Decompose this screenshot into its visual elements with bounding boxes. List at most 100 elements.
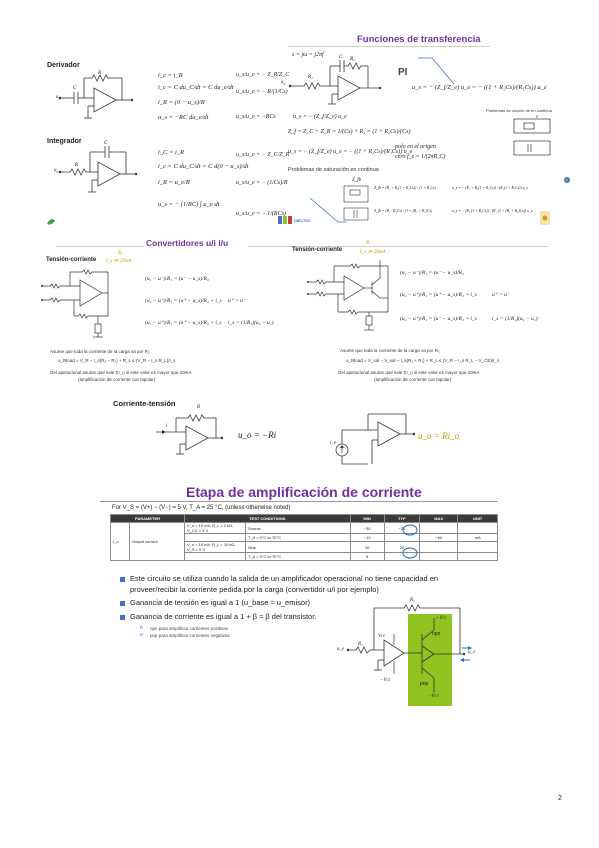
tc-right-circuit xyxy=(307,260,389,331)
sub-bullet-item: pnp para amplificar corrientes negativas xyxy=(120,632,480,639)
derivador-tf3: u_s/u_e = −RCs xyxy=(236,114,276,120)
derivador-eq4: u_s = −RC du_e/dt xyxy=(158,114,209,121)
tc-right-annot: R₂ xyxy=(366,241,371,246)
integrador-eq2: i_c = C du_C/dt = C d(0 − u_s)/dt xyxy=(158,163,249,170)
param-symbol: I_o xyxy=(110,522,130,561)
tc-right-eqB5: i_s = (1/R₁)(u₂ − u₁) xyxy=(492,316,538,322)
ct-label: Corriente-tensión xyxy=(113,399,176,408)
pi-eq1: u_s = − (Z_f/Z_e) u_e xyxy=(293,114,347,120)
tc-right-eqB4: (u₂ − u⁺)/R₁ = (u⁻ − u_s)/R₂ + i_s xyxy=(400,316,477,322)
svg-text:C: C xyxy=(536,114,539,119)
table-cell: V_o = 10 mV, R_L = 10 kΩ, V_S = 5 V xyxy=(184,541,246,553)
table-header: TEST CONDITIONS xyxy=(184,514,351,523)
push-pull-circuit xyxy=(346,604,472,706)
integrador-tf3: u_s/u_e = − 1/(RCs) xyxy=(236,211,286,217)
badge-icon-right-2 xyxy=(540,211,550,225)
pi-tf-c2: u_s = − (R₂ (1 + R₃Cs)) / (R₁ (1 + (R₂ +… xyxy=(452,209,533,213)
divider xyxy=(56,246,144,247)
tc-left-annot2: I_s ≫ 20mA xyxy=(106,259,132,264)
integrador-label: Integrador xyxy=(47,138,82,145)
pi-zfb-label: Z_fb xyxy=(352,178,362,183)
pi-tf-b1: Z_fb = (R₂ + R₃(1 + R₂Cs)) / (1 + R₂Cs) xyxy=(374,186,436,190)
tc-right-eqB2: (u₂ − u⁺)/R₁ = (u⁺ − u_s)/R₂ + i_s xyxy=(400,292,477,298)
tc-right-eqB1: (u₁ − u⁻)/R₁ = (u⁻ − u_s)/R₂ xyxy=(400,270,464,276)
ct-eq-right: u_o = Ri_o xyxy=(418,431,460,441)
table-cell xyxy=(457,552,498,561)
pi-tf-main: u_s = − (Z_f/Z_e) u_e = − ((1 + R₂Cs)/(R… xyxy=(412,84,547,91)
section-title-funciones: Funciones de transferencia xyxy=(357,34,481,45)
table-row: T_A = 0°C to 70°C 5 xyxy=(111,552,498,561)
tc-right-note3: Del operacional asume que sale ΣI_o si e… xyxy=(338,370,480,375)
svg-text:R₁: R₁ xyxy=(307,75,313,80)
output-current-table: PARAMETER TEST CONDITIONS MIN TYP MAX UN… xyxy=(110,514,498,561)
param-name: Output current xyxy=(129,522,185,561)
bullet-item: Ganancia de corriente es igual a 1 + β ≈… xyxy=(120,612,480,623)
bullet-item: Ganancia de tensión es igual a 1 (u_base… xyxy=(120,598,480,609)
pp-r1: R₁ xyxy=(358,642,363,647)
table-cell xyxy=(457,541,498,553)
table-cell: T_A = 0°C to 70°C xyxy=(245,552,351,561)
tc-right-note1: Asume que toda la corriente de la carga … xyxy=(340,348,440,353)
table-header: MAX xyxy=(418,514,459,523)
sub-bullet-item: npn para amplificar corrientes positivas xyxy=(120,625,480,632)
pi-sat-note: Problemas de saturación en continua xyxy=(288,167,379,173)
tc-left-eqA1: (u₁ − u⁻)/R₁ = (u⁻ − u_s)/R₂ xyxy=(145,276,209,282)
pi-eq2: Z_f = Z_C + Z_R = 1/(Cs) + R₂ = (1 + R₂C… xyxy=(288,129,411,135)
bullet-item: Este circuito se utiliza cuando la salid… xyxy=(120,574,480,595)
table-cell: −60 xyxy=(418,533,459,542)
integrador-circuit: R C xyxy=(58,141,138,193)
pi-label: PI xyxy=(398,67,408,78)
pi-tf-c1: Z_fb = (R₂ · R₃Cs) / (1 + (R₂ + R₃)Cs) xyxy=(374,209,433,213)
derivador-label: Derivador xyxy=(47,62,80,69)
tc-left-note1: Asume que toda la corriente de la carga … xyxy=(50,349,150,354)
tc-left-note3: Del operacional asume que sale ΣI_o si e… xyxy=(50,370,193,375)
svg-text:R₂: R₂ xyxy=(349,57,355,62)
table-header: TYP xyxy=(383,514,421,523)
divider xyxy=(248,246,548,247)
table-cell: −30 xyxy=(349,522,385,534)
pp-mvcc2: −Vcc xyxy=(428,694,439,699)
table-cell xyxy=(184,552,246,561)
pi-eq3: u_s = − (Z_f/Z_e) u_e = − ((1 + R₂Cs)/(R… xyxy=(288,149,413,155)
tc-left-eqA5: i_s = (1/R₁)(u₂ − u₁) xyxy=(228,320,274,326)
table-header: UNIT xyxy=(457,514,498,523)
ct-r-label: R xyxy=(197,405,201,410)
pp-r2: R₂ xyxy=(410,598,415,603)
derivador-tf1: u_s/u_e = − Z_R/Z_C xyxy=(236,72,290,78)
table-cell xyxy=(418,541,459,553)
ct-eq-left: u_o = −Ri xyxy=(238,430,277,440)
table-cell: Source xyxy=(245,522,351,534)
typ-highlight-circles xyxy=(402,524,418,559)
pi-note-right: Problemas de circuito de en continua xyxy=(486,108,552,113)
pi-callout-line-2 xyxy=(309,197,346,223)
tc-left-label: Tensión-corriente xyxy=(46,257,97,263)
svg-text:R: R xyxy=(97,71,101,76)
table-cell xyxy=(418,522,459,534)
pp-npn: npn xyxy=(432,631,441,637)
ct-i-label: i xyxy=(166,424,168,429)
tc-right-annot2: I_s ≫ 20mA xyxy=(360,250,386,255)
pp-ue: u_e xyxy=(337,647,345,652)
pp-pnp: pnp xyxy=(420,681,429,687)
pi-variant-circuit-c xyxy=(343,207,369,221)
pi-tf-b2: u_s = − (R₂ + R₃(1 + R₂Cs)) / (R₁(1 + R₂… xyxy=(452,186,529,190)
pp-vcc2: +Vcc xyxy=(436,616,447,621)
table-cell: −10 xyxy=(349,533,385,542)
pp-minus-vcc: −Vcc xyxy=(380,678,391,683)
tc-left-eqA4: (u₁ − u⁺)/R₁ = (u⁺ − u_s)/R₂ + i_s xyxy=(145,320,222,326)
ct-left-circuit xyxy=(156,414,224,455)
svg-text:R: R xyxy=(74,163,78,168)
table-cell: 10 xyxy=(349,541,385,553)
svg-text:C: C xyxy=(339,55,343,60)
pi-s-eq: s = jω = j2πf xyxy=(292,52,324,58)
table-header: PARAMETER xyxy=(110,514,185,523)
ct-right-circuit xyxy=(335,413,416,465)
tc-right-note2: u_Rload = V_sal − V_sal − I_s(R₂ + R₁) +… xyxy=(346,358,500,363)
table-row: I_o Output current V_o = 10 mV, R_L = 2 … xyxy=(110,522,498,561)
pp-vcc: Vcc xyxy=(378,634,386,639)
dieltec-logo-text: DIELTEC xyxy=(294,218,311,223)
pi-pole: polo en el origen xyxy=(395,144,436,150)
tc-left-eqA2: u⁺ = u⁻ xyxy=(228,298,246,304)
badge-icon-right-1 xyxy=(564,177,570,183)
tc-left-circuit xyxy=(41,269,109,338)
